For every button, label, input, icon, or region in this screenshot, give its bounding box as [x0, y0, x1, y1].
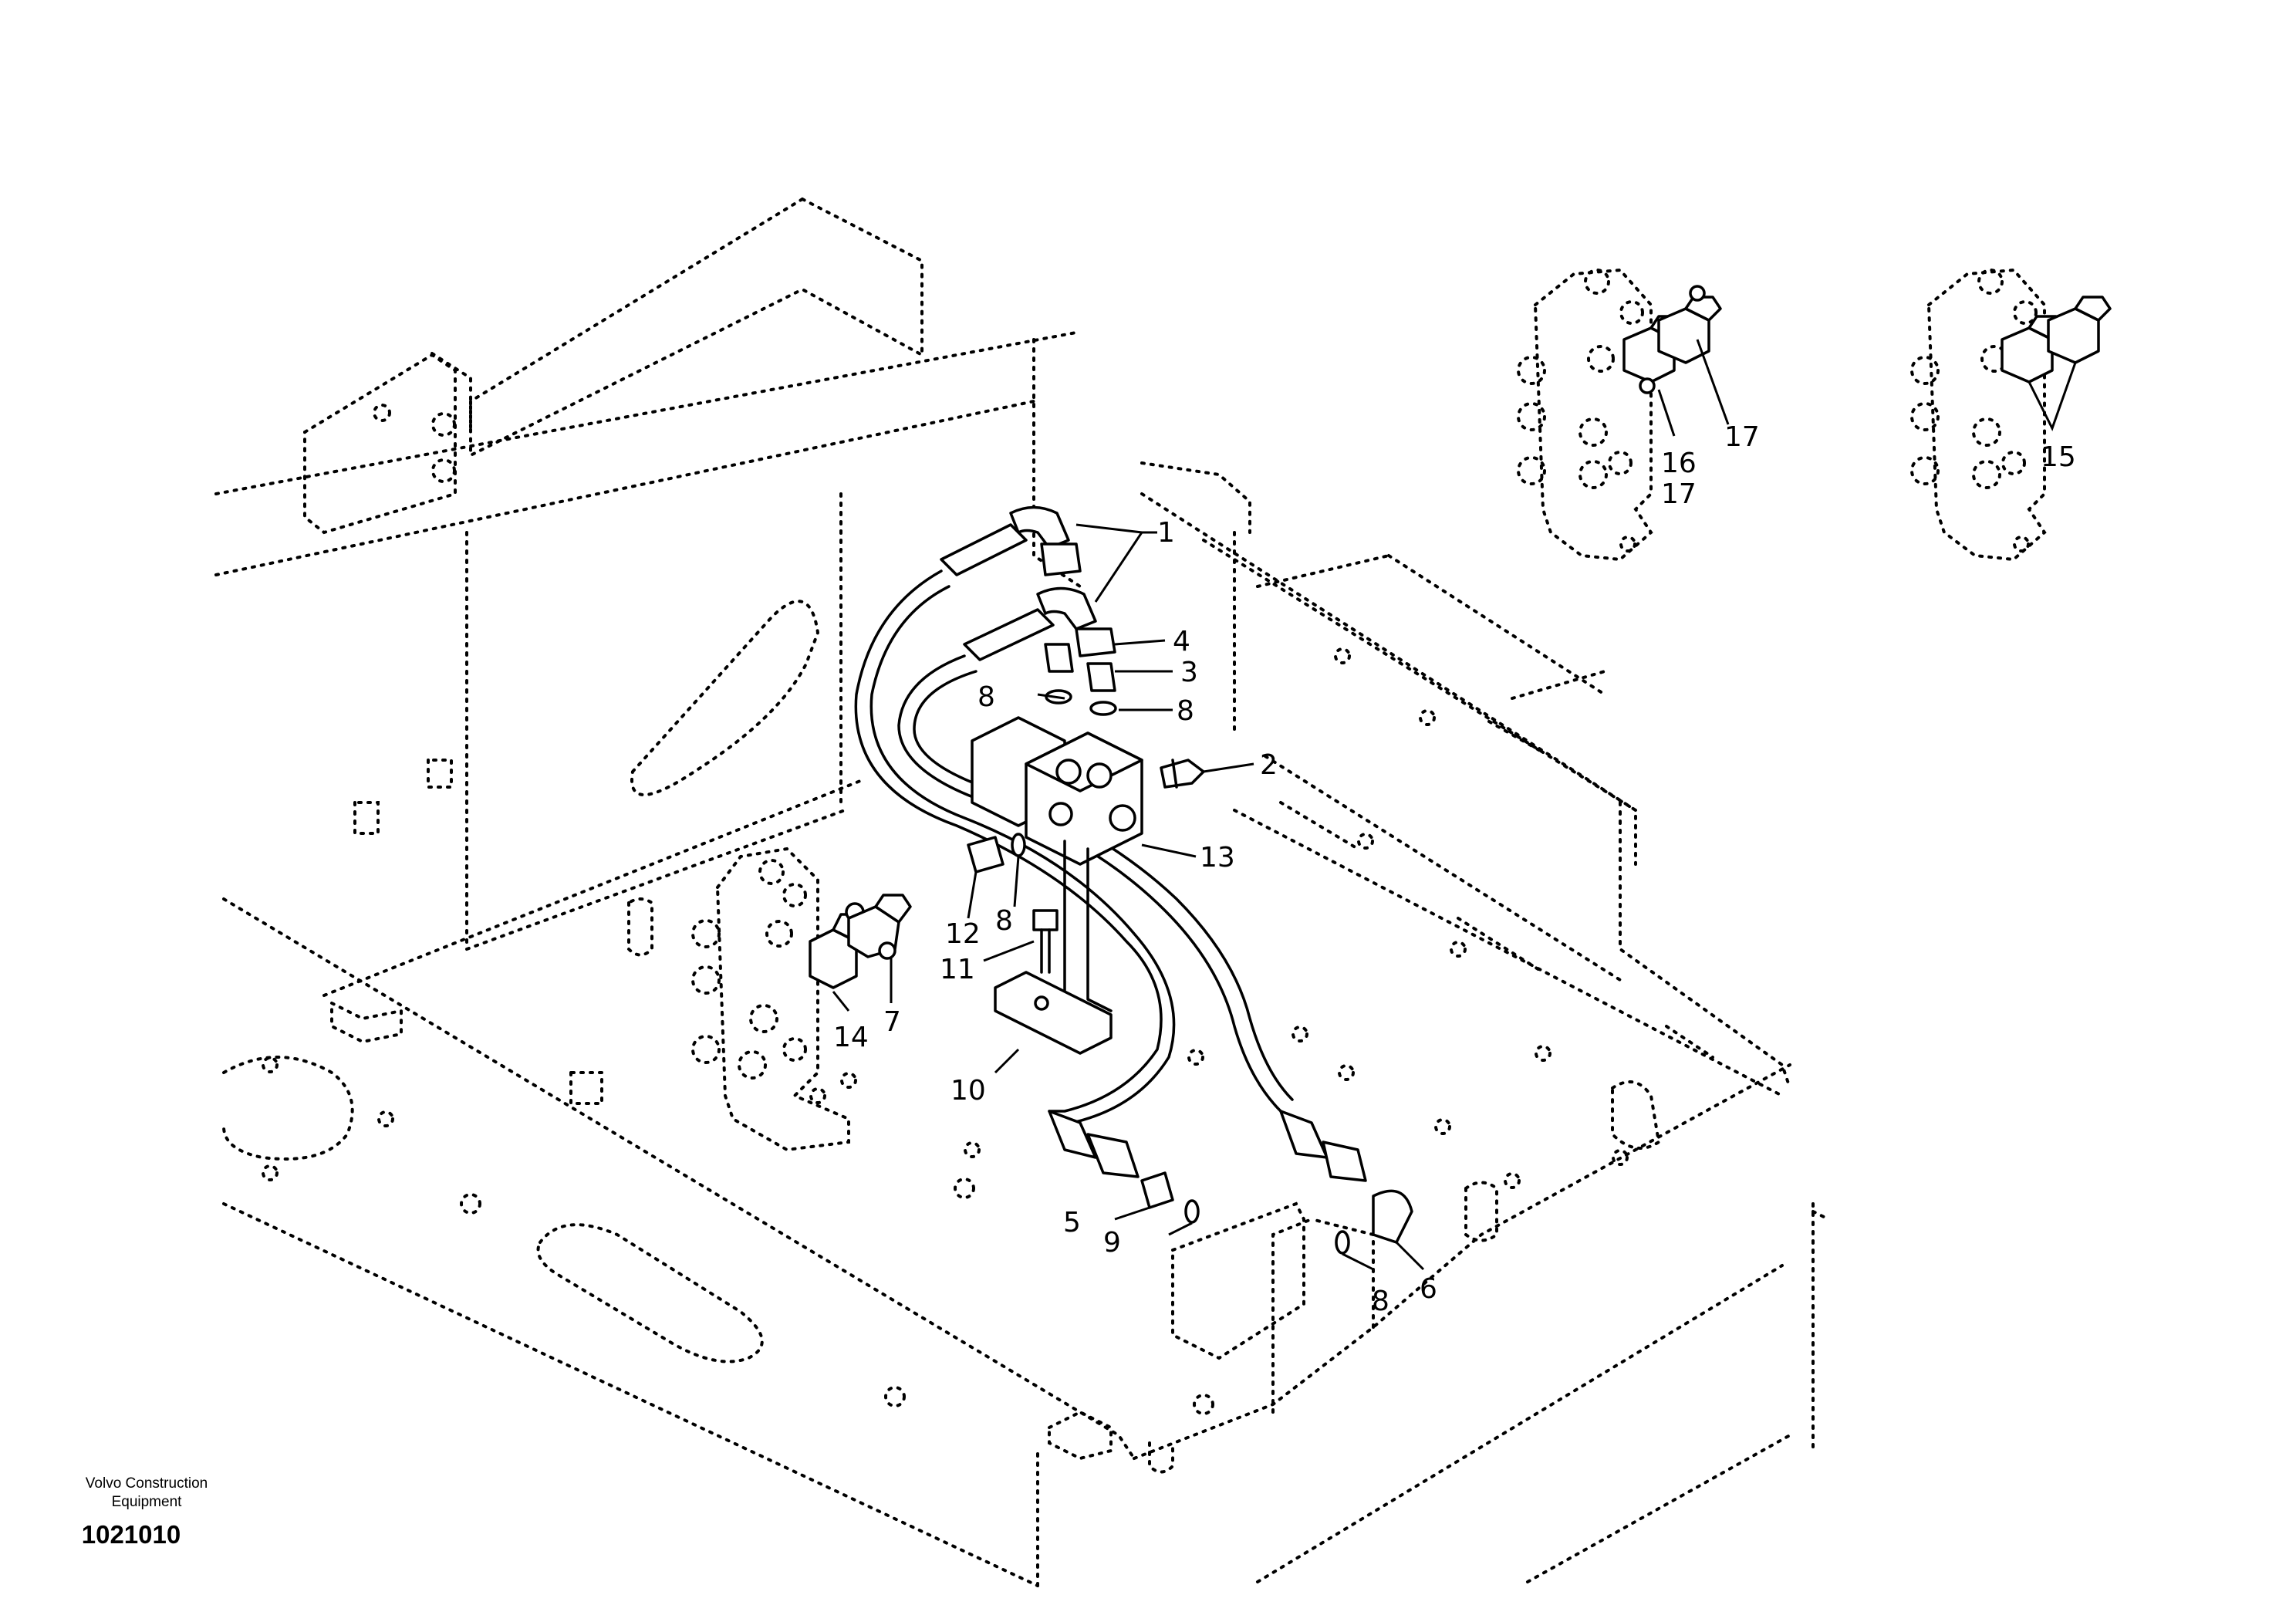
- callout-17-top: 17: [1724, 421, 1760, 453]
- bolt-2: [1160, 759, 1205, 789]
- drawing-number: 1021010: [82, 1520, 181, 1549]
- maker-stamp: Volvo Construction Equipment 1021010: [82, 1475, 208, 1549]
- callout-17-bottom: 17: [1661, 478, 1697, 510]
- callout-9: 9: [1103, 1227, 1121, 1259]
- control-valve-outline: [691, 846, 850, 1152]
- machine-frame: [214, 198, 1830, 1587]
- callout-15: 15: [2041, 441, 2076, 473]
- callout-numbers: 1 4 3 8 8 2 13 12 8 11 10 14 7 5 9 6 8 1…: [833, 421, 2076, 1317]
- maker-name-line2: Equipment: [112, 1494, 183, 1510]
- callout-8-upper-left: 8: [977, 681, 995, 713]
- bracket-10: [994, 840, 1113, 1055]
- hose-assembly: [854, 505, 1367, 1182]
- callout-7: 7: [883, 1006, 901, 1038]
- leader-lines: [832, 339, 2077, 1271]
- callout-14: 14: [833, 1022, 869, 1053]
- inset-valve-15: [1910, 268, 2112, 562]
- callout-1: 1: [1157, 517, 1175, 549]
- callout-8-lower: 8: [1372, 1286, 1389, 1317]
- valve-assembly-13: [971, 716, 1143, 866]
- inset-valve-16-17: [1517, 268, 1722, 562]
- maker-name-line1: Volvo Construction: [86, 1475, 208, 1492]
- callout-8-upper-right: 8: [1177, 695, 1194, 727]
- callout-10: 10: [950, 1075, 986, 1107]
- callout-2: 2: [1260, 749, 1278, 781]
- callout-13: 13: [1200, 842, 1235, 874]
- callout-16: 16: [1661, 448, 1697, 479]
- callout-11: 11: [940, 954, 975, 985]
- callout-4: 4: [1173, 626, 1190, 657]
- callout-6: 6: [1420, 1273, 1437, 1305]
- callout-8-middle: 8: [995, 905, 1013, 937]
- callout-3: 3: [1180, 657, 1198, 688]
- callout-5: 5: [1063, 1207, 1081, 1238]
- bolt-11: [1032, 909, 1059, 974]
- adapter-fittings: [967, 643, 1413, 1255]
- callout-12: 12: [945, 918, 981, 950]
- elbow-fitting-7: [847, 894, 912, 960]
